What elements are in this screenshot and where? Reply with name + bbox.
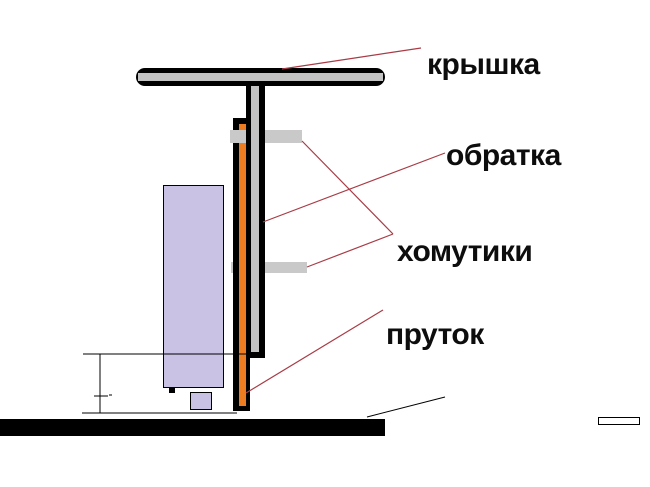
component-bottom-mark <box>169 388 175 393</box>
leader-line-clamp-top-icon <box>301 140 394 235</box>
ground-bar <box>0 419 385 436</box>
leader-line-return-icon <box>262 152 446 223</box>
ground-pointer-line-icon <box>366 396 446 418</box>
rod <box>251 85 259 352</box>
label-cover: крышка <box>427 48 540 81</box>
leader-line-clamp-bottom-icon <box>306 233 394 268</box>
cover <box>138 73 383 81</box>
component-foot <box>190 392 212 410</box>
return-pipe <box>239 124 246 406</box>
legend-box <box>598 417 640 425</box>
label-rod: пруток <box>386 318 484 351</box>
clamp-bottom <box>231 262 307 273</box>
component-body <box>163 185 224 388</box>
label-return-pipe: обратка <box>446 139 561 172</box>
leader-line-cover-icon <box>281 47 422 70</box>
leader-line-rod-icon <box>245 309 384 394</box>
label-clamps: хомутики <box>397 235 533 268</box>
clamp-top <box>230 130 302 143</box>
